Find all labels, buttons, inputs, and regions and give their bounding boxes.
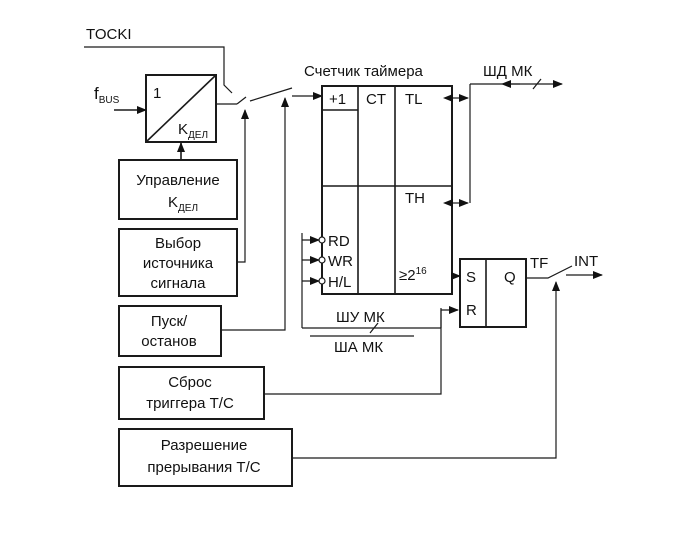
block-upravlenie: [118, 159, 238, 220]
pusk-line1: Пуск/: [151, 313, 188, 330]
tocki-label: TOCKI: [86, 26, 132, 43]
block-pusk-ostanov: [118, 305, 222, 357]
rs-trigger-block: [459, 258, 527, 328]
switch-contact-a: [236, 96, 247, 105]
divider-one-label: 1: [153, 85, 161, 102]
divider-k-label: KДЕЛ: [178, 121, 208, 141]
tf-label: TF: [530, 255, 548, 272]
razreshenie-to-switch-arrow: [292, 281, 560, 459]
hl-label: H/L: [328, 274, 351, 291]
interrupt-switch-blade: [526, 265, 573, 279]
plus-one-label: +1: [329, 91, 346, 108]
ct-label: CT: [366, 91, 386, 108]
vybor-control-arrow: [237, 109, 249, 263]
sbros-line1: Сброс: [168, 374, 212, 391]
th-label: TH: [405, 190, 425, 207]
wr-inversion-bubble: [318, 256, 326, 264]
sha-label: ША МК: [334, 339, 383, 356]
shu-label: ШУ МК: [336, 309, 385, 326]
s-label: S: [466, 269, 476, 286]
rd-inversion-bubble: [318, 236, 326, 244]
razreshenie-line2: прерывания Т/С: [147, 459, 260, 476]
sbros-to-r-arrow: [264, 306, 459, 395]
upravlenie-kdel: KДЕЛ: [168, 194, 198, 214]
vybor-line1: Выбор: [155, 235, 201, 252]
sbros-line2: триггера Т/С: [146, 395, 234, 412]
pusk-line2: останов: [141, 333, 197, 350]
block-razreshenie-preryvaniya: [118, 428, 293, 487]
shu-bus-slash: [369, 322, 379, 334]
vybor-line3: сигнала: [150, 275, 206, 292]
pusk-control-arrow: [221, 97, 289, 331]
tocki-line: [84, 46, 233, 94]
overflow-label: ≥216: [399, 266, 427, 284]
r-label: R: [466, 302, 477, 319]
counter-title: Счетчик таймера: [304, 63, 424, 80]
divider-diagonal: [145, 74, 217, 143]
block-sbros-triggera: [118, 366, 265, 420]
fbus-label: fBUS: [94, 84, 120, 106]
databus-slash: [532, 78, 542, 90]
vybor-line2: источника: [143, 255, 214, 272]
wr-label: WR: [328, 253, 353, 270]
timer-counter-block: [321, 85, 453, 295]
int-label: INT: [574, 253, 598, 270]
q-label: Q: [504, 269, 516, 286]
hl-inversion-bubble: [318, 277, 326, 285]
upravlenie-line1: Управление: [136, 172, 219, 189]
razreshenie-line1: Разрешение: [161, 437, 248, 454]
tl-label: TL: [405, 91, 423, 108]
switch-blade: [249, 87, 293, 102]
shd-label: ШД МК: [483, 63, 533, 80]
rd-label: RD: [328, 233, 350, 250]
